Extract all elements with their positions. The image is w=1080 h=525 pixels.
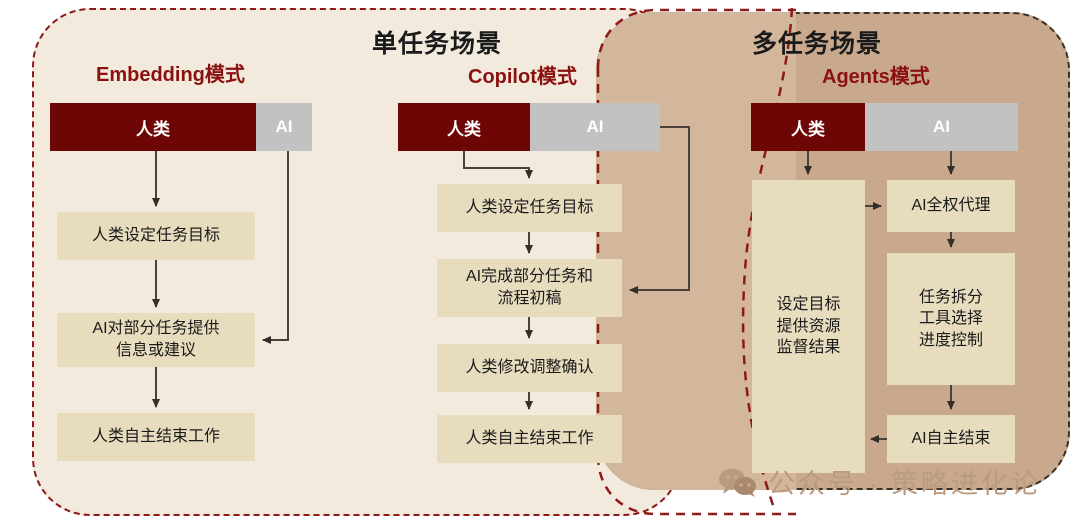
role-bar-embedding: 人类 AI [50, 103, 312, 151]
process-box: 人类自主结束工作 [57, 413, 255, 461]
role-segment-human: 人类 [751, 103, 865, 151]
process-box: 人类设定任务目标 [57, 212, 255, 260]
role-bar-copilot: 人类 AI [398, 103, 660, 151]
role-segment-ai: AI [530, 103, 660, 151]
scenario-title-single-task: 单任务场景 [372, 30, 503, 58]
scenario-title-multi-task: 多任务场景 [752, 30, 883, 58]
process-box: 任务拆分 工具选择 进度控制 [887, 253, 1015, 385]
process-box: AI对部分任务提供 信息或建议 [57, 313, 255, 367]
role-segment-ai: AI [865, 103, 1018, 151]
mode-title-agents: Agents模式 [822, 66, 930, 88]
role-segment-human: 人类 [50, 103, 256, 151]
process-box: AI完成部分任务和 流程初稿 [437, 259, 622, 317]
agents-human-responsibility-box: 设定目标 提供资源 监督结果 [752, 180, 865, 473]
mode-title-embedding: Embedding模式 [96, 64, 245, 86]
role-bar-agents: 人类 AI [751, 103, 1018, 151]
process-box: AI全权代理 [887, 180, 1015, 232]
process-box: 人类设定任务目标 [437, 184, 622, 232]
role-segment-ai: AI [256, 103, 312, 151]
process-box: 人类自主结束工作 [437, 415, 622, 463]
process-box: AI自主结束 [887, 415, 1015, 463]
process-box: 人类修改调整确认 [437, 344, 622, 392]
mode-title-copilot: Copilot模式 [468, 66, 577, 88]
role-segment-human: 人类 [398, 103, 530, 151]
